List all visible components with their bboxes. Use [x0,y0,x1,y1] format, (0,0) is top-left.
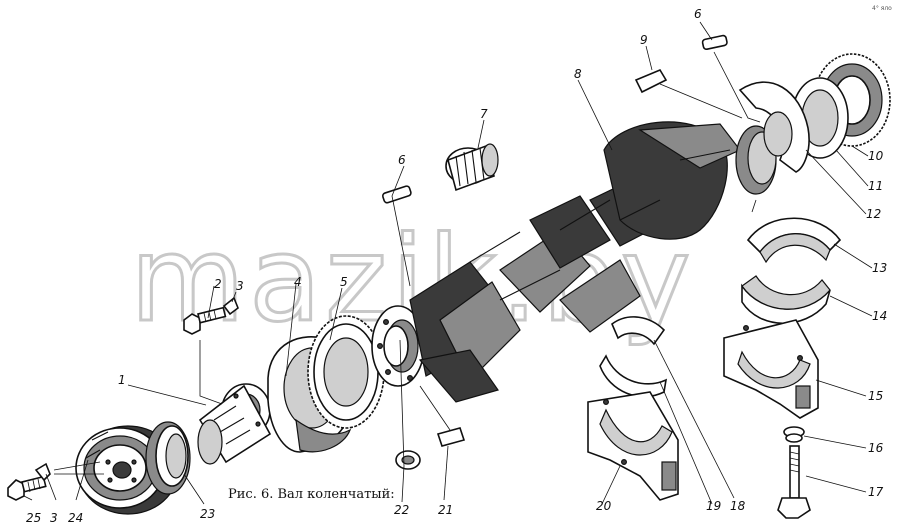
callout-7: 7 [480,107,488,121]
callout-18: 18 [730,499,746,513]
callout-24: 24 [68,511,83,525]
damper-part-23 [145,421,191,495]
callout-3-lower: 3 [50,511,58,525]
thrust-part-22 [395,450,421,470]
half-washer-part-12 [738,81,810,173]
callout-13: 13 [872,261,887,275]
callout-4: 4 [294,275,302,289]
washer-part-16 [783,426,805,443]
callout-5: 5 [340,275,348,289]
rod-shell-part-18 [611,316,666,346]
bearing-shell-part-13 [746,217,842,264]
bearing-shell-part-14 [741,275,831,324]
bearing-part-7 [445,143,499,192]
callout-1: 1 [118,373,126,387]
callout-15: 15 [868,389,883,403]
key-part-21 [436,427,466,447]
bolt-part-17 [777,445,811,519]
key-part-9 [634,68,668,94]
rod-shell-part-19 [599,354,668,398]
callout-21: 21 [438,503,453,517]
pin-part-6-right [701,34,728,51]
callout-23: 23 [200,507,215,521]
callout-14: 14 [872,309,887,323]
callout-16: 16 [868,441,884,455]
callout-3-upper: 3 [236,279,244,293]
rod-cap-part-20 [587,391,679,501]
front-hub-part-1 [197,383,272,465]
leader-lines [23,21,873,505]
pin-part-6-left [381,185,412,204]
front-ring-insert [383,325,409,367]
bolt-part-25 [7,475,47,501]
callout-11: 11 [868,179,883,193]
callout-12: 12 [866,207,881,221]
callout-17: 17 [868,485,884,499]
figure-caption: Рис. 6. Вал коленчатый: [228,487,395,502]
corner-mark: 4° яло [872,5,892,12]
callout-20: 20 [596,499,612,513]
washer-part-3-upper [222,296,239,316]
bolt-part-2 [183,306,227,335]
bearing-cap-part-15 [723,319,819,419]
callout-9: 9 [640,33,648,47]
callout-19: 19 [706,499,721,513]
callout-2: 2 [214,277,222,291]
callout-22: 22 [394,503,409,517]
callout-25: 25 [26,511,41,525]
callout-6-right: 6 [694,7,702,21]
pulley-part-24 [75,425,179,515]
callout-8: 8 [574,67,582,81]
crankshaft-part-8 [371,121,777,403]
callout-10: 10 [868,149,884,163]
callout-labels: 1 2 3 3 4 5 6 6 7 8 9 10 11 12 13 14 15 … [26,7,887,525]
callout-6-left: 6 [398,153,406,167]
